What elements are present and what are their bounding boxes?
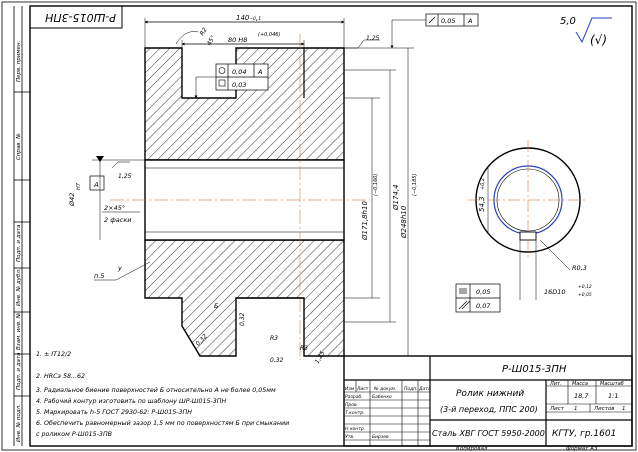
note-7: с роликом Р-Ш015-3ПВ [36, 431, 112, 438]
format-text: Формат А3 [566, 446, 598, 452]
key-width-tol1: +0,12 [578, 284, 592, 290]
dim-overall-width: 140₋₀,₁ [144, 14, 345, 48]
role-tkontr: Т.контр. [345, 410, 365, 416]
general-roughness-paren: (√) [590, 33, 607, 47]
note-5: 5. Маркировать h-5 ГОСТ 2930-62: Р-Ш015-… [36, 409, 192, 416]
chamfer-label-text: п.5 [94, 272, 104, 280]
top-right-annotations: 1,25 0,05 A [344, 13, 479, 49]
sym-tol-text: 0,05 [476, 288, 490, 296]
note-6: 6. Обеспечить равномерный зазор 1,5 мм п… [36, 419, 289, 427]
title-designation: Р-Ш015-3ПН [502, 364, 567, 375]
copied-text: Копировал [456, 446, 488, 452]
side-stamp-6: Подп. и дата [16, 352, 22, 390]
name-razrab: Бабенко [372, 394, 392, 400]
general-roughness: 5,0 (√) [560, 16, 612, 47]
key-r-text: R0,3 [572, 264, 587, 272]
rough-032a-text: 0,32 [239, 312, 246, 326]
r3b-text: R3 [300, 345, 308, 352]
key-width-tol2: +0,05 [578, 292, 592, 298]
hub-tol-text: (−0,160) [373, 174, 379, 196]
col-doc: № докум. [373, 386, 396, 392]
sheet-label: Лист [549, 406, 565, 412]
sheet-num: 1 [574, 406, 578, 412]
name-utv: Бирзев [372, 434, 389, 440]
outer-dia-text: Ø248h10 [400, 205, 408, 239]
side-stamp-2: Справ. № [16, 133, 22, 160]
overall-width-text: 140₋₀,₁ [236, 14, 261, 22]
side-stamp-4: Инв. № дубл. [16, 268, 22, 306]
note-3: 3. Радиальное биение поверхностей Б отно… [36, 386, 276, 394]
title-block: Р-Ш015-3ПН Ролик нижний (3-й переход, ПП… [343, 355, 633, 447]
diameter-dims: Ø171,8h10 (−0,160) Ø174,4 Ø248h10 (−0,18… [344, 47, 418, 357]
bore-dia-text: Ø42 [68, 193, 76, 207]
groove-tol-text: (+0,046) [258, 32, 280, 38]
hub-dia-text: Ø171,8h10 [361, 201, 369, 241]
note-4: 4. Рабочий контур изготовить по шаблону … [36, 397, 227, 405]
chamfer-r-text: R2 [199, 26, 209, 37]
col-sign: Подп. [404, 386, 418, 392]
outer-tol-text: (−0,185) [412, 174, 418, 196]
rough-bore-text: 1,25 [118, 173, 132, 180]
organization-text: КГТУ, гр.1601 [552, 429, 616, 439]
key-depth-text: 54,3 [478, 196, 486, 212]
side-stamp-7: Инв. № подл. [16, 404, 22, 442]
mass-value: 18,7 [574, 392, 589, 400]
surface-b-text: Б [214, 302, 219, 310]
tolbox1-val: 0,04 [232, 68, 246, 76]
role-utv: Утв. [345, 434, 354, 440]
datum-a-text: A [93, 181, 99, 189]
scale-header: Масштаб [600, 381, 624, 387]
designation-stamp-text: Р-Ш015-3ПН [45, 11, 116, 24]
part-name-line2: (3-й переход, ППС 200) [440, 405, 538, 414]
bore-dims: A Ø42 H7 1,25 2×45° 2 фаски [68, 156, 145, 240]
rough-top-text: 1,25 [366, 35, 380, 42]
key-width-text: 16D10 [544, 288, 566, 296]
angle-text: 45° [206, 34, 217, 47]
tol-boxes: 0,04 A 0,03 [194, 63, 269, 99]
note-1: 1. ± IT12/2 [36, 351, 71, 358]
section-view [110, 34, 370, 360]
par-tol-text: 0,07 [476, 302, 491, 310]
col-date: Дата [418, 386, 431, 392]
col-list: Лист [356, 386, 369, 392]
side-stamp-1: Перв. примен. [16, 40, 22, 82]
part-name-line1: Ролик нижний [456, 389, 524, 399]
key-depth-tol-text: +0,2 [480, 178, 486, 190]
role-razrab: Разраб. [345, 394, 363, 400]
chamfers-note-text: 2 фаски [104, 216, 131, 224]
sheets-count: 1 [622, 406, 626, 412]
rough-032c-text: 0,32 [270, 357, 284, 364]
scale-value: 1:1 [608, 392, 618, 400]
r3a-text: R3 [270, 335, 278, 342]
technical-notes: 1. ± IT12/2 2. HRCэ 58...62 3. Радиально… [36, 351, 289, 438]
material-text: Сталь ХВГ ГОСТ 5950-2000 [432, 429, 545, 438]
y-mark: у [117, 264, 122, 272]
perp-tol-text: 0,05 [441, 17, 455, 25]
note-2: 2. HRCэ 58...62 [36, 373, 85, 380]
profile-dia-text: Ø174,4 [392, 184, 400, 211]
end-view: 54,3 +0,2 R0,3 16D10 +0,12 +0,05 0,05 0,… [455, 140, 592, 313]
tolbox2-val: 0,03 [232, 81, 246, 89]
perp-datum-text: A [467, 17, 472, 25]
tolbox1-datum: A [257, 68, 262, 76]
dim-groove-width: 80 Н8 (+0,046) R2 45° [175, 26, 305, 48]
side-stamp: Перв. примен. Справ. № Подп. и дата Инв.… [13, 6, 30, 446]
mass-header: Масса [572, 381, 588, 387]
chamfers-text: 2×45° [104, 204, 125, 212]
lit-header: Лит. [549, 381, 562, 387]
general-roughness-value: 5,0 [560, 16, 576, 27]
role-nkontr: Н.контр. [345, 426, 365, 432]
inner-frame [29, 5, 633, 447]
col-izm: Изм [345, 386, 355, 392]
side-stamp-5: Взам. инв. № [16, 312, 22, 350]
groove-width-text: 80 Н8 [228, 36, 247, 44]
sheets-label: Листов [593, 406, 615, 412]
designation-stamp: Р-Ш015-3ПН [29, 5, 123, 29]
bore-tol-text: H7 [76, 182, 82, 190]
side-stamp-3: Подп. и дата [16, 224, 22, 262]
role-prov: Пров. [345, 402, 358, 408]
